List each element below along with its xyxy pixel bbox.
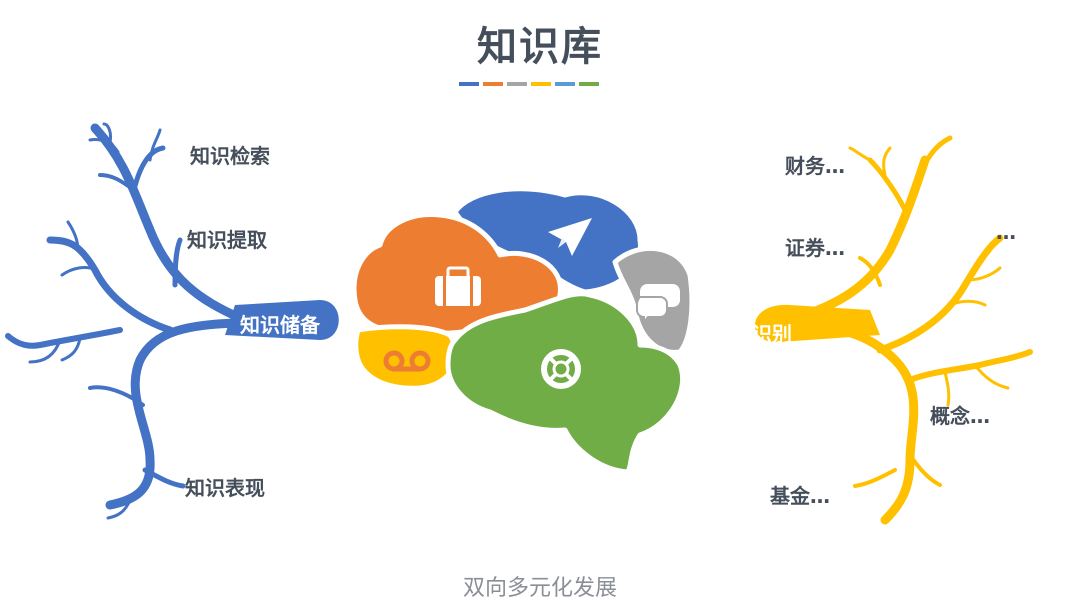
underline-segment <box>531 82 551 86</box>
brain <box>351 186 695 475</box>
underline-segment <box>507 82 527 86</box>
chat-bubbles-icon <box>636 284 680 325</box>
underline-segment <box>555 82 575 86</box>
left-item-knowledge-search: 知识检索 <box>190 144 270 168</box>
right-item-finance: 财务… <box>785 154 845 178</box>
right-branch-label: 偏好识别 <box>712 322 792 346</box>
briefcase-icon <box>435 266 481 306</box>
lifebuoy-icon <box>541 349 581 389</box>
left-item-knowledge-representation: 知识表现 <box>185 476 265 500</box>
left-branch-label: 知识储备 <box>240 313 320 337</box>
right-item-fund: 基金… <box>770 484 830 508</box>
page-title: 知识库 <box>477 24 603 70</box>
left-item-knowledge-extraction: 知识提取 <box>187 228 267 252</box>
title-underline <box>459 82 599 86</box>
caption: 双向多元化发展 <box>462 576 617 601</box>
right-item-concept: 概念… <box>930 404 990 428</box>
underline-segment <box>579 82 599 86</box>
underline-segment <box>459 82 479 86</box>
voicemail-icon <box>383 350 431 372</box>
left-tree <box>5 122 245 520</box>
right-item-ellipsis: … <box>996 220 1016 244</box>
brain-lobe-yellow <box>353 324 459 391</box>
right-branch-pill <box>754 304 880 343</box>
left-branch-pill <box>225 300 339 340</box>
paper-plane-icon <box>548 218 592 256</box>
underline-segment <box>483 82 503 86</box>
right-item-securities: 证券… <box>785 236 845 260</box>
